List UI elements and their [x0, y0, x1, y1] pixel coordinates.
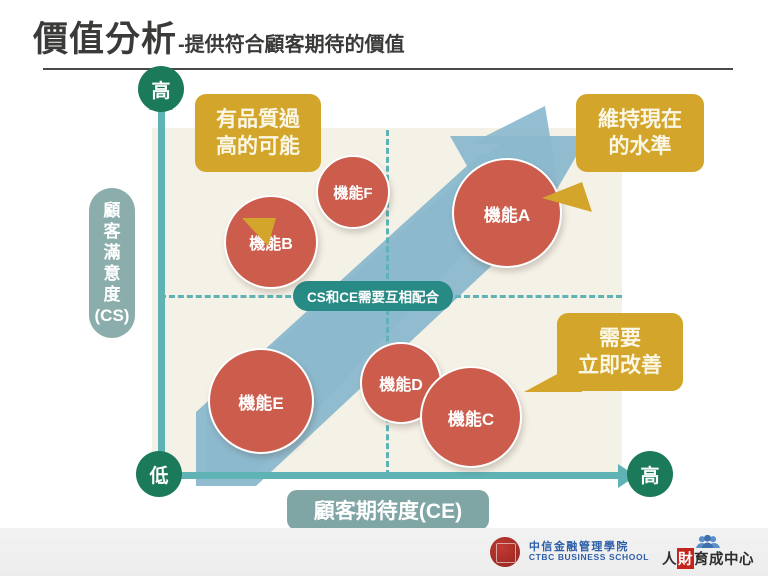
y-axis-title-char: 客: [103, 222, 121, 241]
y-axis-title: 顧 客 滿 意 度 (CS): [89, 188, 135, 338]
page-title: 價值分析-提供符合顧客期待的價值: [33, 18, 735, 70]
callout-line: 維持現在: [598, 108, 682, 131]
quadrant-divider-label: CS和CE需要互相配合: [293, 281, 454, 311]
hr-center-prefix: 人: [662, 552, 677, 568]
callout-line: 需要: [599, 327, 641, 350]
x-axis-title: 顧客期待度(CE): [287, 490, 489, 530]
hr-center-suffix: 育成中心: [694, 552, 754, 568]
y-axis-high-badge: 高: [138, 66, 184, 112]
hr-center-highlight: 財: [677, 548, 694, 569]
value-analysis-chart: 高 低 高 顧 客 滿 意 度 (CS) 顧客期待度(CE) 機能F 機能D 機…: [0, 66, 768, 530]
bubble-label: 機能E: [238, 393, 284, 413]
ctbc-name-en: CTBC BUSINESS SCHOOL: [528, 552, 649, 563]
callout-quality-too-high: 有品質過 高的可能: [195, 94, 321, 172]
y-axis-title-char: (CS): [94, 306, 130, 325]
callout-improve-now: 需要 立即改善: [557, 313, 683, 391]
callout-line: 有品質過: [216, 108, 300, 131]
callout-line: 高的可能: [216, 135, 300, 158]
footer-bar: [0, 528, 768, 576]
title-main: 價值分析: [33, 20, 178, 59]
footer-branding: 中信金融管理學院 CTBC BUSINESS SCHOOL 人財育成中心: [489, 534, 754, 570]
y-axis-title-char: 顧: [103, 201, 121, 220]
y-axis-title-char: 度: [103, 285, 121, 304]
title-subtitle: -提供符合顧客期待的價值: [178, 34, 405, 56]
bubble-function-e[interactable]: 機能E: [208, 348, 314, 454]
ctbc-name-cn: 中信金融管理學院: [528, 540, 629, 553]
y-axis-title-char: 意: [103, 264, 121, 283]
title-divider: [43, 68, 733, 70]
callout-line: 的水準: [608, 135, 672, 158]
y-axis-title-char: 滿: [103, 243, 121, 262]
y-axis-line: [158, 106, 165, 479]
callout-maintain-level: 維持現在 的水準: [576, 94, 704, 172]
x-axis-low-badge: 低: [136, 451, 182, 497]
x-axis-high-badge: 高: [627, 451, 673, 497]
ctbc-seal-icon: [489, 537, 520, 567]
people-icon: [696, 535, 720, 548]
bubble-label: 機能C: [447, 409, 495, 429]
bubble-label: 機能D: [379, 377, 423, 394]
ctbc-wordmark: 中信金融管理學院 CTBC BUSINESS SCHOOL: [528, 540, 649, 563]
hr-center-text: 人財育成中心: [662, 548, 754, 569]
hr-center-branding: 人財育成中心: [662, 535, 754, 569]
callout-line: 立即改善: [578, 354, 662, 377]
x-axis-line: [158, 472, 621, 479]
